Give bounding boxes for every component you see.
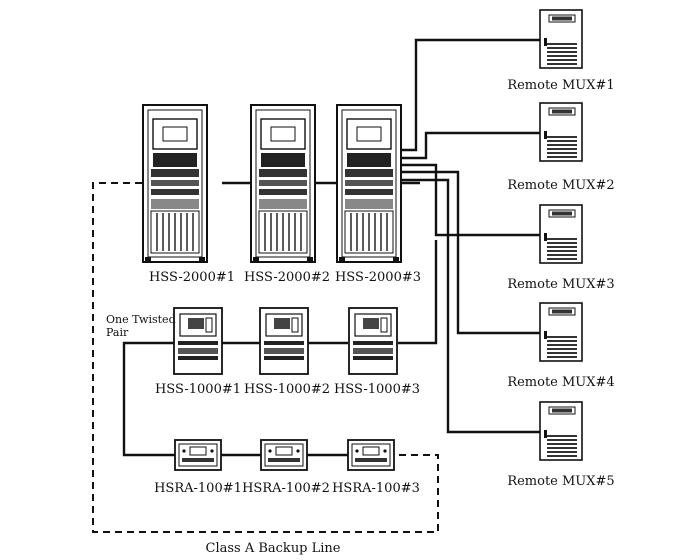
mux-line-2 (395, 131, 540, 160)
cabinet-graphic (250, 104, 316, 263)
panel-label-3: HSS-1000#3 (334, 382, 420, 397)
mux-label-2: Remote MUX#2 (507, 178, 614, 193)
mux-label-3: Remote MUX#3 (507, 277, 614, 292)
mux-line-1 (395, 38, 540, 152)
control-panel-2[interactable] (259, 307, 309, 375)
twisted-pair-label-line-1: One Twisted (106, 313, 176, 326)
cabinet-graphic (336, 104, 402, 263)
server-cabinet-3[interactable] (336, 104, 402, 263)
remote-mux-2[interactable] (539, 102, 583, 162)
panel-graphic (348, 307, 398, 375)
panel-graphic (259, 307, 309, 375)
mux-graphic (539, 9, 583, 69)
annunciator-label-2: HSRA-100#2 (242, 481, 330, 496)
annunciator-1[interactable] (174, 439, 222, 471)
annunciators (174, 439, 395, 471)
control-panels (173, 307, 398, 375)
cabinet-graphic (142, 104, 208, 263)
annunciator-graphic (347, 439, 395, 471)
mux-line-5 (395, 178, 540, 434)
labels: HSS-2000#1 HSS-2000#2 HSS-2000#3 HSS-100… (106, 78, 615, 556)
remote-mux-1[interactable] (539, 9, 583, 69)
annunciator-graphic (174, 439, 222, 471)
twisted-pair-label-line-2: Pair (106, 326, 129, 339)
mux-graphic (539, 302, 583, 362)
mux-label-4: Remote MUX#4 (507, 375, 614, 390)
remote-mux-5[interactable] (539, 401, 583, 461)
panel-graphic (173, 307, 223, 375)
annunciator-label-3: HSRA-100#3 (332, 481, 420, 496)
server-cabinet-1[interactable] (142, 104, 208, 263)
mux-label-1: Remote MUX#1 (507, 78, 614, 93)
server-label-2: HSS-2000#2 (244, 270, 330, 285)
remote-mux-3[interactable] (539, 204, 583, 264)
backup-line-label: Class A Backup Line (206, 541, 341, 556)
annunciator-2[interactable] (260, 439, 308, 471)
control-panel-1[interactable] (173, 307, 223, 375)
control-panel-3[interactable] (348, 307, 398, 375)
twisted-pair-line (122, 240, 438, 457)
mux-line-4 (395, 170, 540, 335)
annunciator-3[interactable] (347, 439, 395, 471)
annunciator-graphic (260, 439, 308, 471)
annunciator-label-1: HSRA-100#1 (154, 481, 242, 496)
mux-graphic (539, 204, 583, 264)
server-label-1: HSS-2000#1 (149, 270, 235, 285)
remote-mux-4[interactable] (539, 302, 583, 362)
panel-label-2: HSS-1000#2 (244, 382, 330, 397)
remote-mux-units (539, 9, 583, 461)
server-cabinet-2[interactable] (250, 104, 316, 263)
mux-graphic (539, 401, 583, 461)
mux-graphic (539, 102, 583, 162)
wiring (92, 38, 540, 533)
panel-label-1: HSS-1000#1 (155, 382, 241, 397)
mux-line-3 (395, 163, 540, 237)
server-cabinets (142, 104, 402, 263)
mux-label-5: Remote MUX#5 (507, 474, 614, 489)
server-label-3: HSS-2000#3 (335, 270, 421, 285)
class-a-backup-line (92, 182, 439, 533)
